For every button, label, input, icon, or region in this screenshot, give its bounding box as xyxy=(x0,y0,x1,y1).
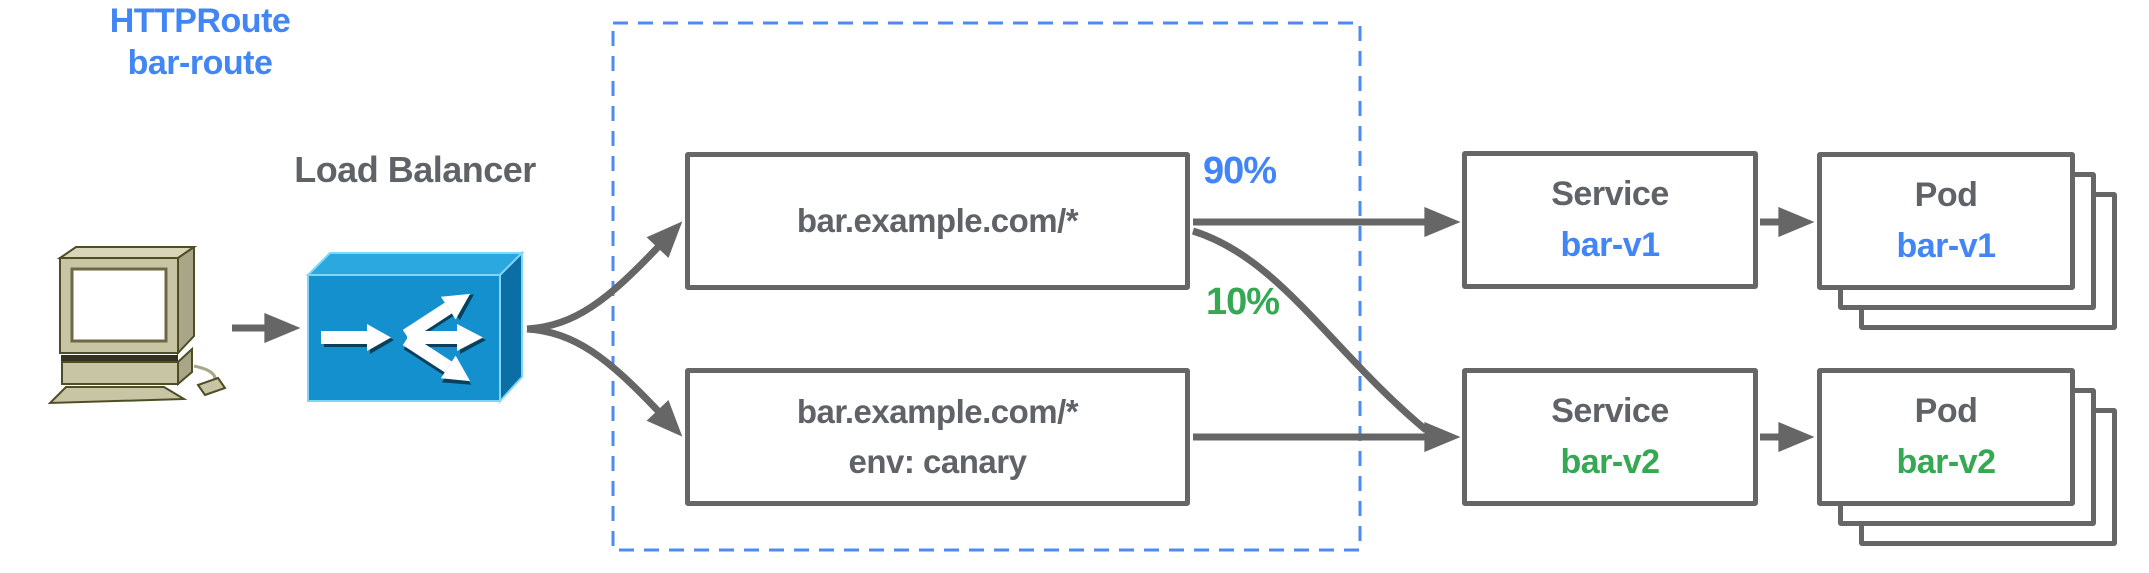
load-balancer-label: Load Balancer xyxy=(294,149,536,190)
arrow-lb-to-rule2 xyxy=(526,325,683,437)
httproute-title: HTTPRoute bar-route xyxy=(0,0,400,84)
service-bar-v2-box: Service bar-v2 xyxy=(1462,368,1758,506)
pod-bar-v2-box: Pod bar-v2 xyxy=(1817,368,2075,506)
pod-bar-v1-name: bar-v1 xyxy=(1896,227,1996,265)
service-bar-v1-box: Service bar-v1 xyxy=(1462,151,1758,289)
weight-90-label: 90% xyxy=(1203,150,1277,192)
route-rule-2-header-match: env: canary xyxy=(848,443,1027,480)
arrow-lb-to-rule1 xyxy=(526,221,683,333)
route-rule-1-match: bar.example.com/* xyxy=(796,202,1079,239)
pod-bar-v2-name: bar-v2 xyxy=(1896,443,1996,481)
route-rule-2-match: bar.example.com/* xyxy=(796,393,1079,430)
arrow-rule1-to-service-v2 xyxy=(1191,227,1429,433)
load-balancer-icon xyxy=(305,250,525,404)
httproute-name: bar-route xyxy=(127,44,273,82)
weight-10-label: 10% xyxy=(1206,281,1280,323)
pod-bar-v2-kind: Pod xyxy=(1914,392,1978,430)
service-bar-v2-name: bar-v2 xyxy=(1560,443,1660,481)
service-bar-v1-kind: Service xyxy=(1551,175,1669,213)
service-bar-v2-kind: Service xyxy=(1551,392,1669,430)
httproute-kind: HTTPRoute xyxy=(109,2,291,40)
pod-bar-v1-kind: Pod xyxy=(1914,176,1978,214)
pod-bar-v1-box: Pod bar-v1 xyxy=(1817,152,2075,290)
service-bar-v1-name: bar-v1 xyxy=(1560,226,1660,264)
route-rule-2-box: bar.example.com/* env: canary xyxy=(685,368,1190,506)
route-rule-1-box: bar.example.com/* xyxy=(685,152,1190,290)
client-computer-icon xyxy=(48,246,227,405)
